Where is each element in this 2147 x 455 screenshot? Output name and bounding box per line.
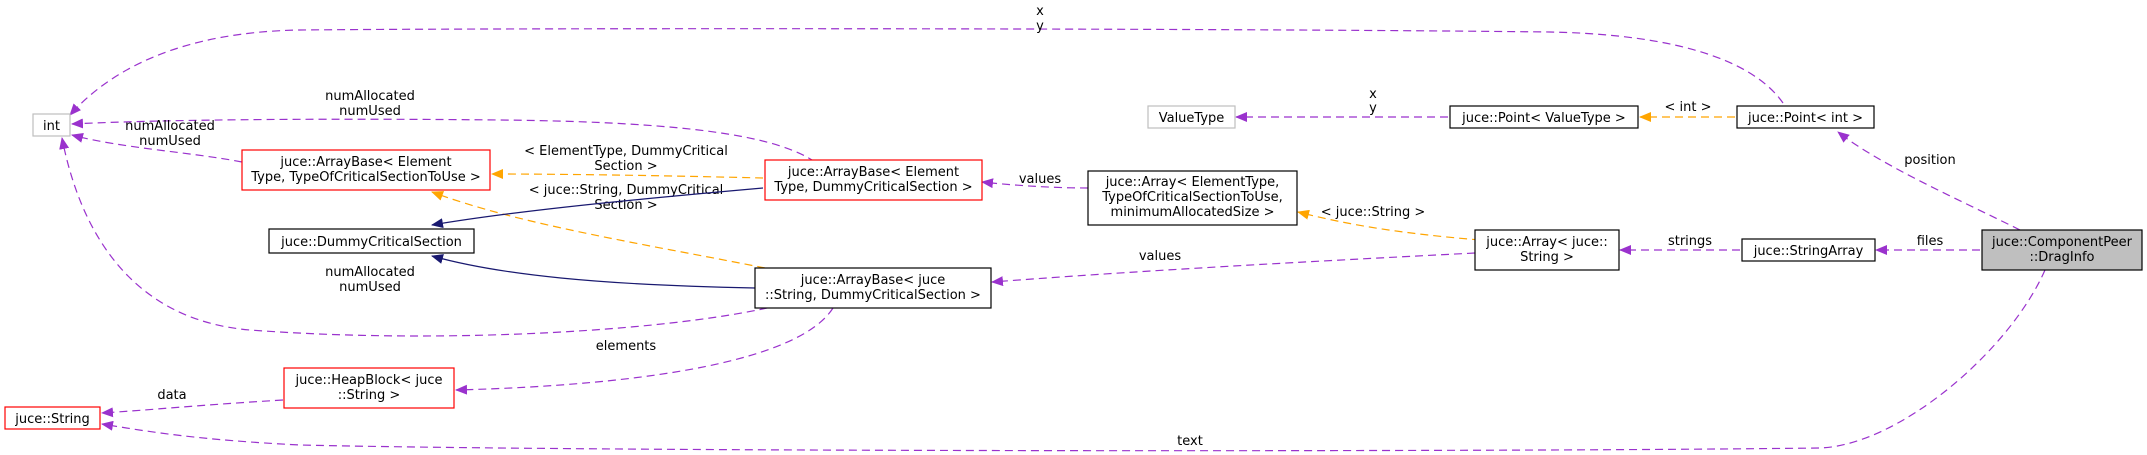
edge-label-numallocated: numAllocated <box>325 89 415 104</box>
node-arraybase-element-dummy-line1: juce::ArrayBase< Element <box>787 165 959 180</box>
node-array-elementtype-line2: TypeOfCriticalSectionToUse, <box>1101 190 1283 205</box>
node-point-valuetype-label: juce::Point< ValueType > <box>1461 111 1626 126</box>
edge-label-data: data <box>157 388 186 403</box>
edge-label-position: position <box>1904 153 1956 168</box>
edge-label-numused: numUsed <box>139 134 201 149</box>
edge-arraybase-dummy-to-dummycs <box>431 187 764 229</box>
edge-label-y: y <box>1036 19 1044 34</box>
node-point-int[interactable]: juce::Point< int > <box>1736 105 1875 129</box>
edge-arraybase-dummy-to-tocs <box>491 169 764 180</box>
node-arraybase-element-dummy[interactable]: juce::ArrayBase< Element Type, DummyCrit… <box>764 159 983 201</box>
edge-label-y: y <box>1369 101 1377 116</box>
edge-draginfo-to-juce-string <box>101 269 2046 452</box>
node-stringarray-label: juce::StringArray <box>1753 244 1864 259</box>
edge-label-values: values <box>1019 172 1062 187</box>
edge-label-template-int: < int > <box>1665 100 1712 115</box>
edge-label-text: text <box>1177 434 1203 449</box>
node-int-label: int <box>43 119 60 134</box>
node-int[interactable]: int <box>32 113 71 137</box>
edge-arraybase-string-to-int <box>59 137 781 337</box>
node-juce-string[interactable]: juce::String <box>4 406 101 430</box>
edge-label-strings: strings <box>1668 234 1712 249</box>
edge-label-numused: numUsed <box>339 104 401 119</box>
edge-label-template-string: < juce::String > <box>1321 205 1426 220</box>
node-arraybase-string[interactable]: juce::ArrayBase< juce ::String, DummyCri… <box>754 267 992 309</box>
edge-arraybase-string-to-dummycs <box>431 254 756 289</box>
node-draginfo[interactable]: juce::ComponentPeer ::DragInfo <box>1981 229 2143 271</box>
node-arraybase-string-line1: juce::ArrayBase< juce <box>800 273 945 288</box>
node-valuetype[interactable]: ValueType <box>1147 105 1236 129</box>
node-point-valuetype[interactable]: juce::Point< ValueType > <box>1449 105 1639 129</box>
edge-heapblock-to-juce-string <box>101 399 284 418</box>
edge-arraybase-string-to-tocs <box>431 191 766 269</box>
node-arraybase-element-tocs-line2: Type, TypeOfCriticalSectionToUse > <box>250 170 481 185</box>
edge-draginfo-to-point-int <box>1837 131 2021 231</box>
node-dummy-critical-section[interactable]: juce::DummyCriticalSection <box>268 228 475 254</box>
edge-array-string-to-arraybase-string <box>991 252 1476 287</box>
node-array-string-line1: juce::Array< juce:: <box>1485 235 1608 250</box>
node-dummy-critical-section-label: juce::DummyCriticalSection <box>280 235 462 250</box>
node-arraybase-element-dummy-line2: Type, DummyCriticalSection > <box>773 180 972 195</box>
node-heapblock[interactable]: juce::HeapBlock< juce ::String > <box>283 367 455 409</box>
node-heapblock-line2: ::String > <box>338 388 401 403</box>
edge-label-x: x <box>1369 87 1377 102</box>
edge-arraybase-dummy-to-int <box>71 118 816 163</box>
node-arraybase-element-tocs[interactable]: juce::ArrayBase< Element Type, TypeOfCri… <box>241 149 491 191</box>
node-array-elementtype[interactable]: juce::Array< ElementType, TypeOfCritical… <box>1087 170 1298 226</box>
node-stringarray[interactable]: juce::StringArray <box>1741 238 1876 262</box>
edge-arraybase-tocs-to-int <box>71 133 243 163</box>
edge-label-files: files <box>1917 234 1944 249</box>
edge-arraybase-string-to-heapblock <box>455 307 834 395</box>
edge-label-numallocated: numAllocated <box>325 265 415 280</box>
node-juce-string-label: juce::String <box>14 412 90 427</box>
edge-label-template: < juce::String, DummyCritical <box>529 183 724 198</box>
node-array-elementtype-line3: minimumAllocatedSize > <box>1111 205 1275 220</box>
node-arraybase-string-line2: ::String, DummyCriticalSection > <box>765 288 981 303</box>
edge-label-template: Section > <box>594 159 657 174</box>
node-arraybase-element-tocs-line1: juce::ArrayBase< Element <box>279 155 451 170</box>
node-point-int-label: juce::Point< int > <box>1747 111 1863 126</box>
node-array-string-line2: String > <box>1520 250 1574 265</box>
edge-label-template: < ElementType, DummyCritical <box>524 144 728 159</box>
edge-label-x: x <box>1036 4 1044 19</box>
edge-label-numused: numUsed <box>339 280 401 295</box>
edge-array-elem-to-arraybase-dummy <box>981 178 1089 189</box>
node-heapblock-line1: juce::HeapBlock< juce <box>295 373 443 388</box>
edge-label-elements: elements <box>596 339 657 354</box>
edge-array-string-to-array-elem <box>1297 209 1481 241</box>
edge-label-values: values <box>1139 249 1182 264</box>
node-draginfo-line2: ::DragInfo <box>2030 250 2095 265</box>
node-array-elementtype-line1: juce::Array< ElementType, <box>1105 175 1280 190</box>
node-valuetype-label: ValueType <box>1159 111 1225 126</box>
edge-label-numallocated: numAllocated <box>125 119 215 134</box>
edge-point-int-to-int <box>69 28 1784 116</box>
node-draginfo-line1: juce::ComponentPeer <box>1991 235 2133 250</box>
node-array-string[interactable]: juce::Array< juce:: String > <box>1474 229 1620 271</box>
